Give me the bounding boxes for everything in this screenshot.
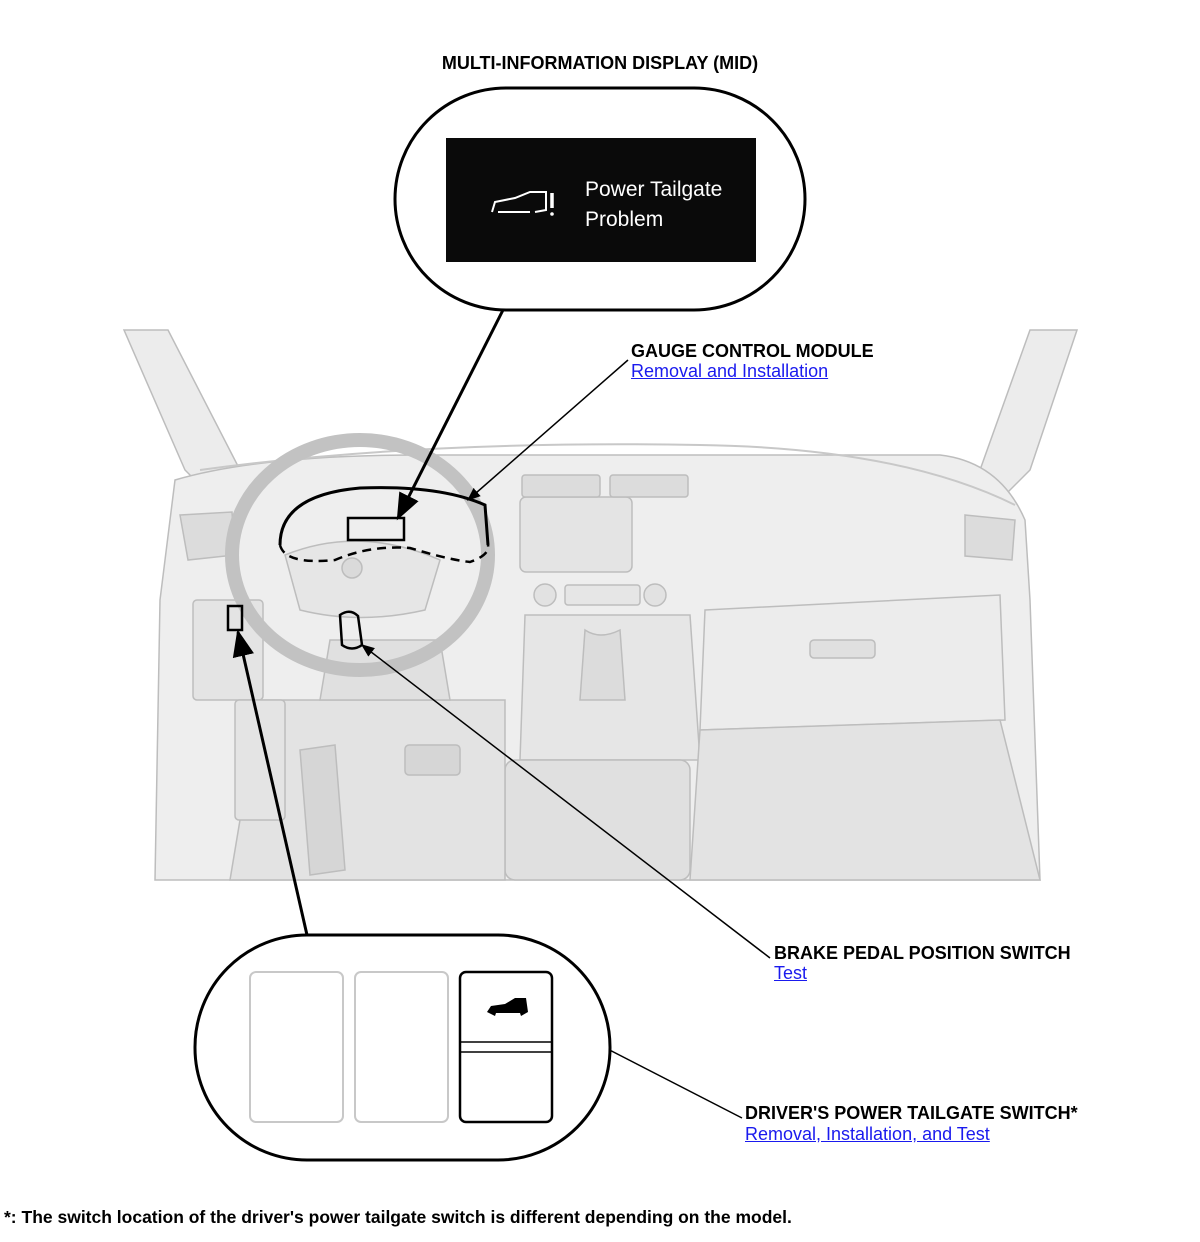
power-tailgate-switch [458,970,554,1124]
mid-leader-line [396,309,505,521]
right-a-pillar [979,329,1079,502]
gauge-control-module-outline [278,544,490,564]
gauge-cluster-outline [278,486,490,546]
center-screen [519,496,633,573]
right-side-vent [964,514,1016,561]
steering-wheel [225,433,495,677]
drivers-power-tailgate-switch-label: DRIVER'S POWER TAILGATE SWITCH* [745,1103,1078,1123]
gauge-leader-line [466,359,629,501]
left-lower-panel [192,599,264,701]
glove-box [699,594,1006,731]
center-vent-left [521,474,601,498]
glove-box-handle [809,639,876,659]
mid-screen [446,138,756,262]
switch-leader-line [232,629,309,936]
tailgate-warning-icon [491,191,554,216]
climate-knob-left [533,583,557,607]
footnote: *: The switch location of the driver's p… [4,1207,792,1227]
mid-message-line-2: Problem [585,208,663,231]
armrest [504,759,691,881]
tailgate-icon [487,998,528,1016]
blank-switch-1 [249,971,344,1123]
brake-pedal [404,744,461,776]
gauge-control-module-label: GAUGE CONTROL MODULE [631,341,874,361]
accelerator-pedal [299,744,346,876]
steering-hub [284,540,441,619]
gauge-removal-installation-link[interactable]: Removal and Installation [631,361,829,381]
mid-title: MULTI-INFORMATION DISPLAY (MID) [441,53,759,73]
brake-switch-test-link[interactable]: Test [774,963,808,983]
blank-switch-2 [354,971,449,1123]
climate-panel [564,584,641,606]
honda-emblem [341,557,363,579]
vehicle-interior [122,329,1079,881]
brake-leader-line [360,644,771,959]
shifter [579,628,626,701]
passenger-floor [689,719,1041,881]
mid-message-line-1: Power Tailgate [585,178,722,201]
climate-knob-right [643,583,667,607]
tailgate-switch-removal-installation-test-link[interactable]: Removal, Installation, and Test [745,1124,990,1144]
brake-pedal-position-switch-label: BRAKE PEDAL POSITION SWITCH [774,943,1071,963]
center-vent-right [609,474,689,498]
mid-location-box [346,516,406,542]
dash-top [199,443,1016,506]
